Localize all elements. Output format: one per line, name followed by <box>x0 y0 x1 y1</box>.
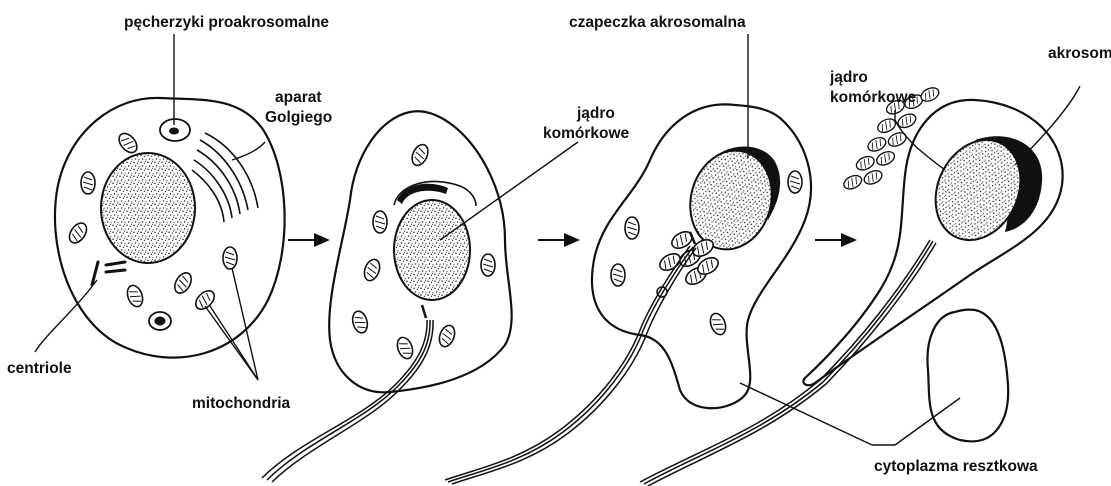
mitochondrion <box>223 247 237 269</box>
mitochondrion <box>611 264 625 286</box>
mitochondrion <box>788 171 802 193</box>
mitochondrion <box>81 172 95 194</box>
label-mitochondria: mitochondria <box>192 395 291 412</box>
cell-1-nucleus <box>101 153 195 263</box>
arrow-1 <box>288 233 330 247</box>
mitochondrion <box>481 254 495 276</box>
arrow-3 <box>815 233 857 247</box>
label-nucleus-2-line1: jądro <box>576 105 615 122</box>
label-acrosome: akrosom <box>1048 45 1111 62</box>
residual-cytoplasm-shape <box>927 310 1008 442</box>
label-nucleus-4-line2: komórkowe <box>830 89 917 106</box>
mitochondrion <box>373 211 387 233</box>
label-acrosomal-cap: czapeczka akrosomalna <box>569 14 746 31</box>
label-golgi-line1: aparat <box>275 89 322 106</box>
cell-2 <box>262 111 512 482</box>
cell-1-spermatid <box>55 98 285 358</box>
label-residual-cytoplasm: cytoplazma resztkowa <box>874 458 1038 475</box>
arrow-2 <box>538 233 580 247</box>
cell-2-nucleus <box>394 200 470 300</box>
label-nucleus-4-line1: jądro <box>829 69 868 86</box>
label-golgi-line2: Golgiego <box>265 109 332 126</box>
label-proacrosomal-vesicles: pęcherzyki proakrosomalne <box>124 14 329 31</box>
label-nucleus-2-line2: komórkowe <box>543 125 630 142</box>
mitochondrion <box>625 217 639 239</box>
label-centrioles: centriole <box>7 360 72 377</box>
